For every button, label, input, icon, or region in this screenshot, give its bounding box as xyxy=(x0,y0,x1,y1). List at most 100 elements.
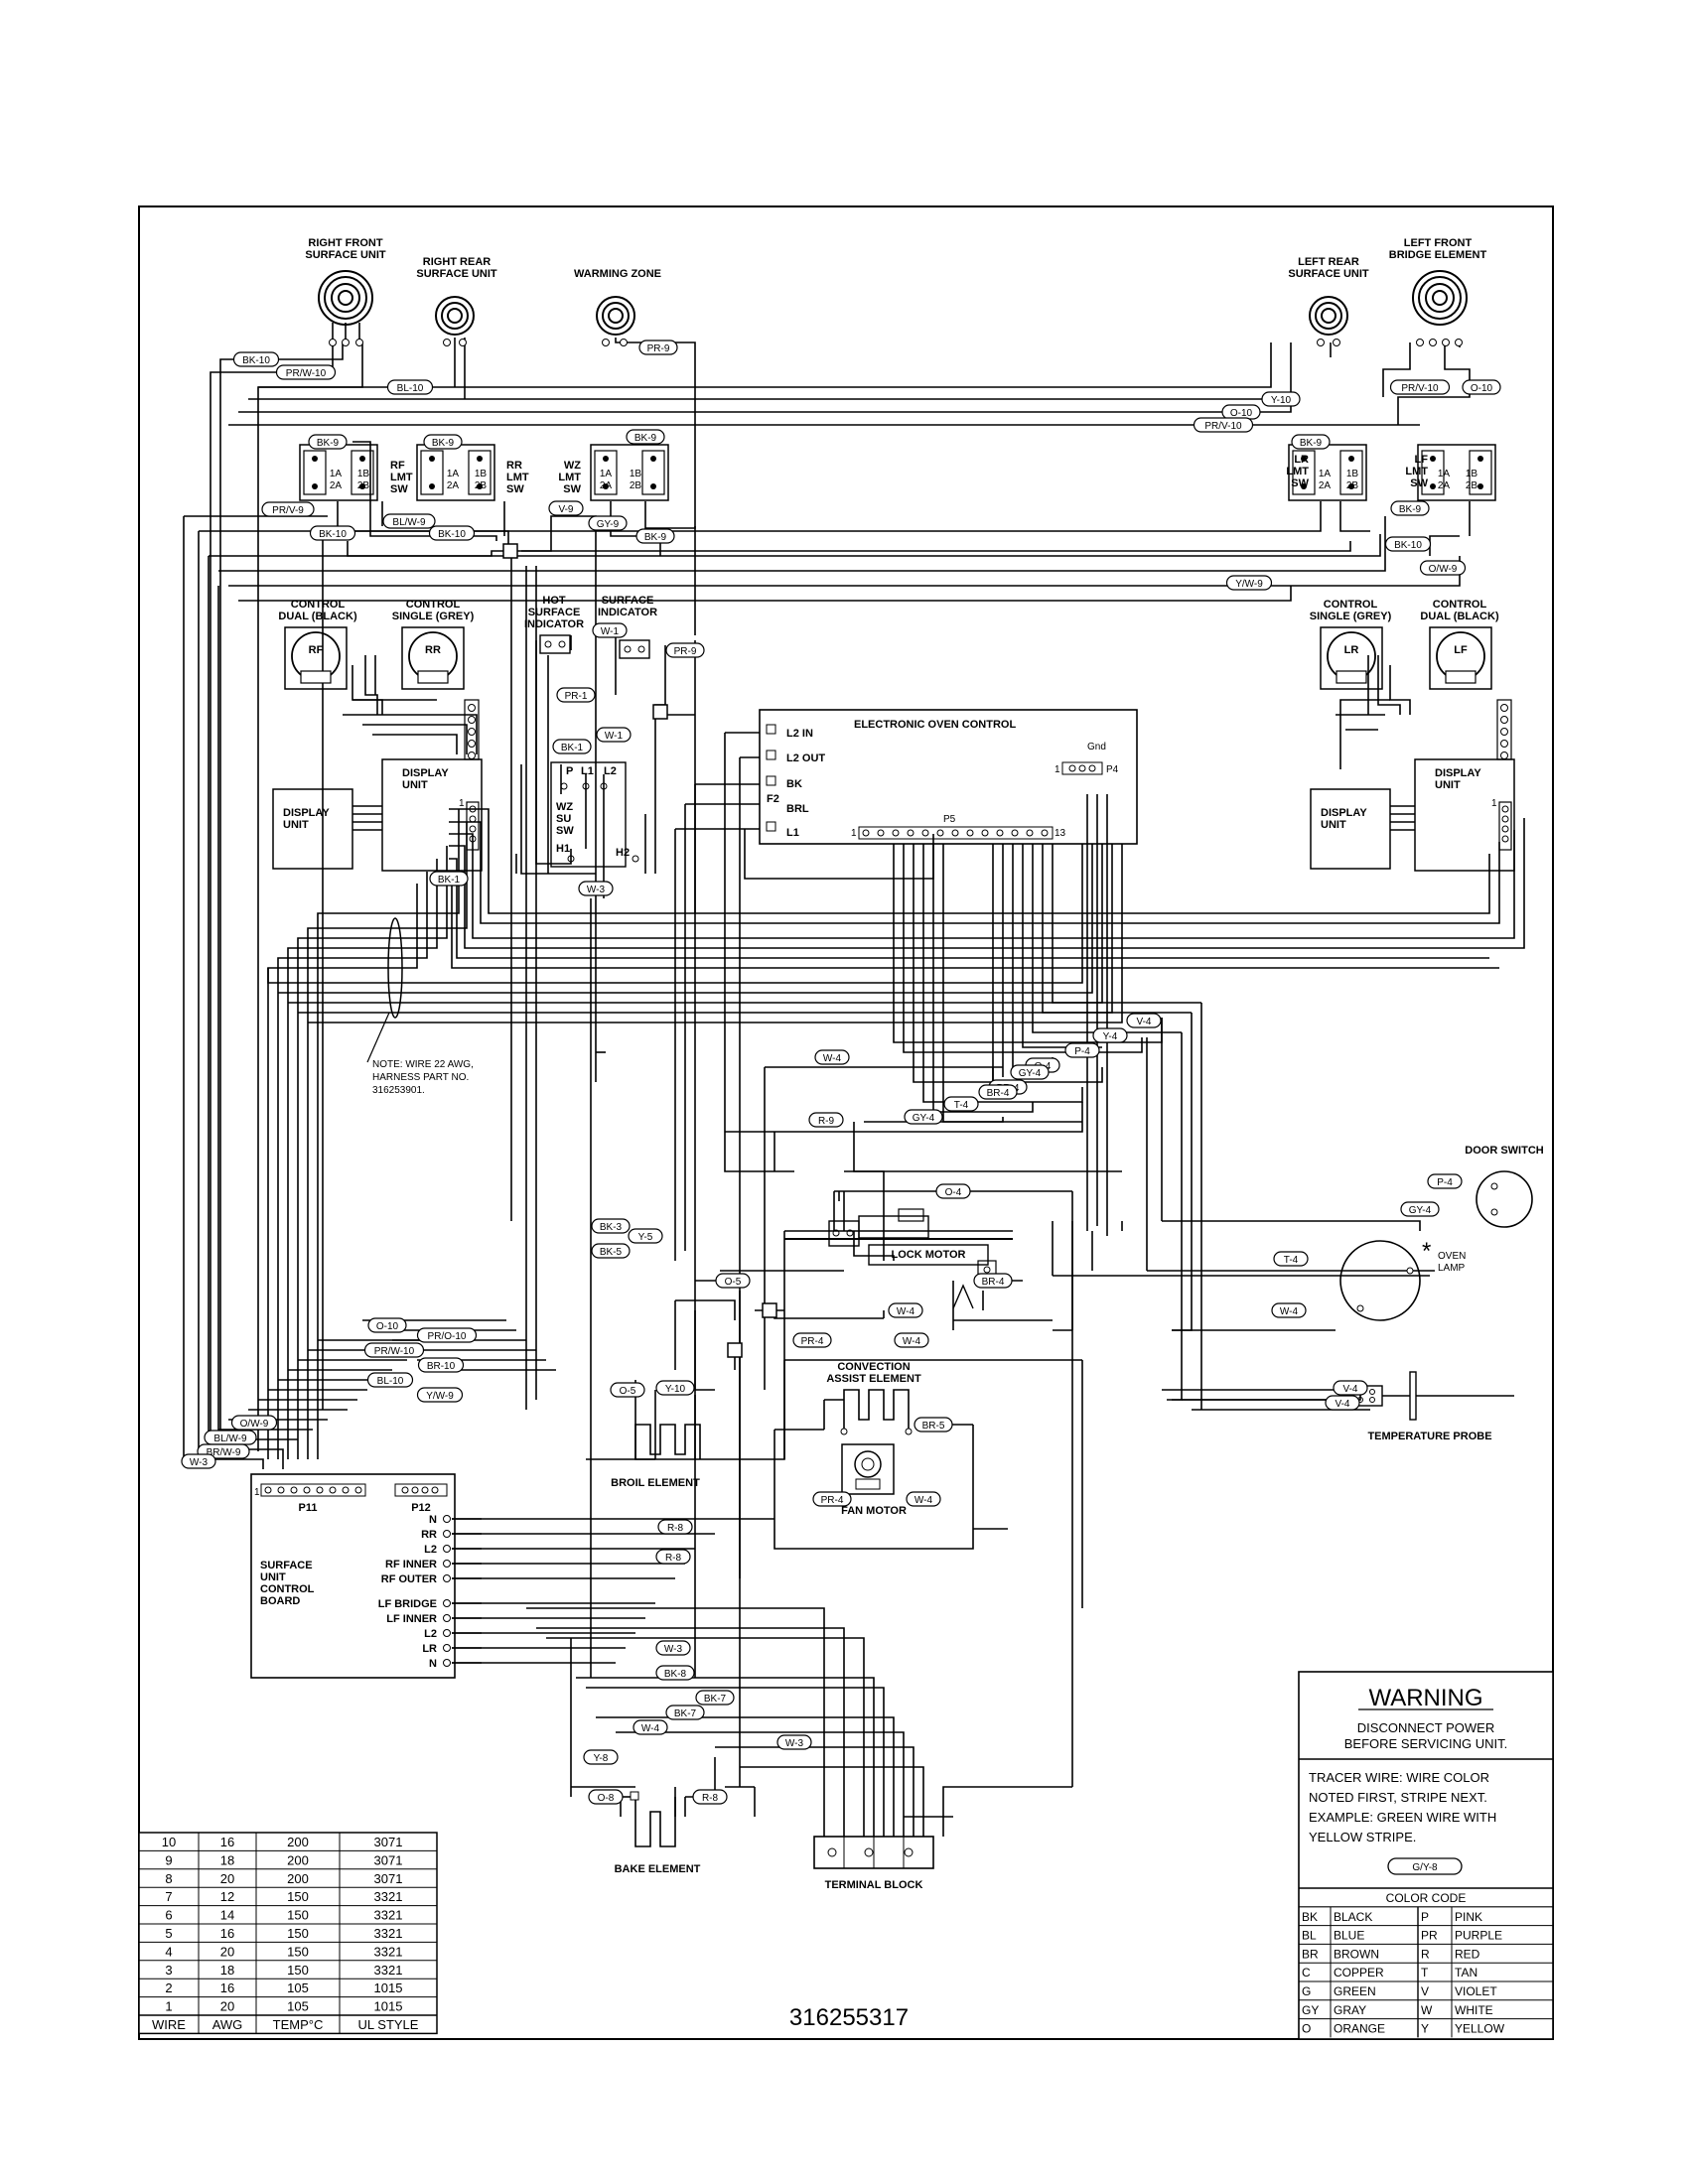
color-code-cell: P xyxy=(1421,1910,1429,1924)
electronic-oven-control: ELECTRONIC OVEN CONTROL L2 IN L2 OUT BK … xyxy=(759,709,1138,845)
wire-tag: BK-9 xyxy=(1390,500,1430,516)
wire-tag: PR/V-9 xyxy=(261,501,315,517)
wire-table-header: AWG xyxy=(212,2017,243,2032)
svg-text:Y-10: Y-10 xyxy=(1271,395,1292,406)
svg-text:H2: H2 xyxy=(616,847,630,859)
wire-tag: W-4 xyxy=(906,1491,941,1507)
svg-text:DISPLAY: DISPLAY xyxy=(402,767,449,779)
wire-table-cell: 150 xyxy=(287,1889,309,1904)
wire-tag: Y-10 xyxy=(1261,391,1301,407)
svg-text:PR/V-10: PR/V-10 xyxy=(1401,383,1439,394)
svg-text:W-4: W-4 xyxy=(914,1495,933,1506)
board-terminal: LR xyxy=(422,1643,451,1655)
svg-text:GY-4: GY-4 xyxy=(1019,1068,1042,1079)
svg-text:GY-4: GY-4 xyxy=(913,1113,935,1124)
svg-text:LMT: LMT xyxy=(390,472,413,483)
svg-text:BR/W-9: BR/W-9 xyxy=(207,1447,241,1458)
svg-text:SINGLE (GREY): SINGLE (GREY) xyxy=(392,611,475,622)
wire-tag: BK-10 xyxy=(1384,536,1432,552)
svg-text:LEFT FRONT: LEFT FRONT xyxy=(1404,237,1473,249)
svg-text:Y-4: Y-4 xyxy=(1103,1031,1118,1042)
wire-tag: P-4 xyxy=(1427,1173,1463,1189)
color-code-cell: GREEN xyxy=(1334,1984,1376,1998)
svg-text:1A: 1A xyxy=(447,469,460,479)
left-front-bridge-element: LEFT FRONT BRIDGE ELEMENT xyxy=(1389,237,1487,346)
wire-table-cell: 5 xyxy=(165,1926,172,1941)
color-code-cell: BROWN xyxy=(1334,1947,1379,1961)
wire-tag: W-4 xyxy=(633,1719,668,1735)
wire-tag: BR-4 xyxy=(973,1273,1013,1289)
svg-text:1B: 1B xyxy=(630,469,642,479)
lr-limit-switch: 1A 1B 2A 2B LR LMT SW xyxy=(1286,444,1367,501)
wire-tag: BR-4 xyxy=(978,1084,1018,1100)
svg-text:BL-10: BL-10 xyxy=(397,383,424,394)
svg-text:2B: 2B xyxy=(630,480,642,491)
svg-text:BRL: BRL xyxy=(786,803,809,815)
rr-control: CONTROL SINGLE (GREY) RR xyxy=(392,599,475,690)
wire-table-cell: 18 xyxy=(220,1963,234,1978)
wire-tag: O-10 xyxy=(367,1317,407,1333)
color-code-cell: W xyxy=(1421,2003,1433,2017)
color-code-cell: BK xyxy=(1302,1910,1318,1924)
part-number: 316255317 xyxy=(789,2004,909,2031)
wire-tag: PR/W-10 xyxy=(275,364,337,380)
wire-table-cell: 200 xyxy=(287,1835,309,1849)
lr-control: CONTROL SINGLE (GREY) LR xyxy=(1310,599,1392,690)
svg-text:RF: RF xyxy=(309,644,324,656)
wire-tag: PR-4 xyxy=(792,1332,832,1348)
board-terminal: RR xyxy=(421,1529,451,1541)
svg-text:BRIDGE ELEMENT: BRIDGE ELEMENT xyxy=(1389,249,1487,261)
wire-table-header: TEMP°C xyxy=(273,2017,324,2032)
door-switch: DOOR SWITCH xyxy=(1465,1145,1544,1228)
wire-tag: BK-10 xyxy=(309,525,356,541)
svg-text:SURFACE: SURFACE xyxy=(528,607,581,618)
svg-text:BK-1: BK-1 xyxy=(561,743,584,753)
svg-text:BK-1: BK-1 xyxy=(438,875,461,886)
harness-note: NOTE: WIRE 22 AWG, HARNESS PART NO. 3162… xyxy=(366,917,474,1096)
svg-text:SURFACE: SURFACE xyxy=(260,1560,313,1571)
svg-text:BK: BK xyxy=(786,778,802,790)
svg-text:L2: L2 xyxy=(424,1544,437,1556)
svg-text:W-1: W-1 xyxy=(601,626,620,637)
wire-tag: BK-7 xyxy=(665,1705,705,1720)
wire-tag: BK-9 xyxy=(308,434,348,450)
wire-table-cell: 20 xyxy=(220,1999,234,2014)
sheet-border xyxy=(138,205,1554,2040)
color-code-cell: BLACK xyxy=(1334,1910,1372,1924)
wire-tag: BK-9 xyxy=(1291,434,1331,450)
svg-text:P5: P5 xyxy=(943,814,956,825)
wire-tag: O-10 xyxy=(1221,404,1261,420)
svg-text:Y/W-9: Y/W-9 xyxy=(426,1391,454,1402)
svg-text:BR-10: BR-10 xyxy=(427,1361,456,1372)
svg-text:RIGHT FRONT: RIGHT FRONT xyxy=(308,237,382,249)
wire-table-cell: 6 xyxy=(165,1908,172,1923)
warming-zone-unit: WARMING ZONE xyxy=(574,268,661,346)
color-code-cell: PURPLE xyxy=(1455,1929,1502,1943)
svg-text:1B: 1B xyxy=(357,469,370,479)
svg-text:DISCONNECT POWER: DISCONNECT POWER xyxy=(1357,1720,1494,1735)
wire-table-cell: 9 xyxy=(165,1852,172,1867)
svg-text:RF OUTER: RF OUTER xyxy=(381,1573,437,1585)
bake-element: BAKE ELEMENT xyxy=(615,1791,701,1875)
wire-table-header: UL STYLE xyxy=(358,2017,419,2032)
eoc-pin: L2 OUT xyxy=(766,750,825,764)
wire-tag: Y/W-9 xyxy=(416,1387,464,1403)
svg-text:SU: SU xyxy=(556,813,571,825)
svg-text:BAKE ELEMENT: BAKE ELEMENT xyxy=(615,1863,701,1875)
svg-text:1A: 1A xyxy=(1319,469,1332,479)
svg-text:W-3: W-3 xyxy=(664,1644,683,1655)
svg-text:R-9: R-9 xyxy=(818,1116,835,1127)
wire-table-cell: 3 xyxy=(165,1963,172,1978)
svg-text:1: 1 xyxy=(1055,764,1060,775)
color-code-title: COLOR CODE xyxy=(1386,1891,1467,1905)
wire-table-cell: 3321 xyxy=(374,1908,403,1923)
wire-table-cell: 3321 xyxy=(374,1963,403,1978)
wire-tag: BK-5 xyxy=(591,1243,631,1259)
svg-text:CONTROL: CONTROL xyxy=(260,1583,315,1595)
eoc-pin: L2 IN xyxy=(766,724,813,740)
color-code-cell: PR xyxy=(1421,1929,1438,1943)
svg-text:SW: SW xyxy=(1291,478,1309,489)
svg-text:YELLOW STRIPE.: YELLOW STRIPE. xyxy=(1309,1830,1416,1844)
wire-tag: BK-9 xyxy=(423,434,463,450)
wire-tag: W-4 xyxy=(814,1049,850,1065)
